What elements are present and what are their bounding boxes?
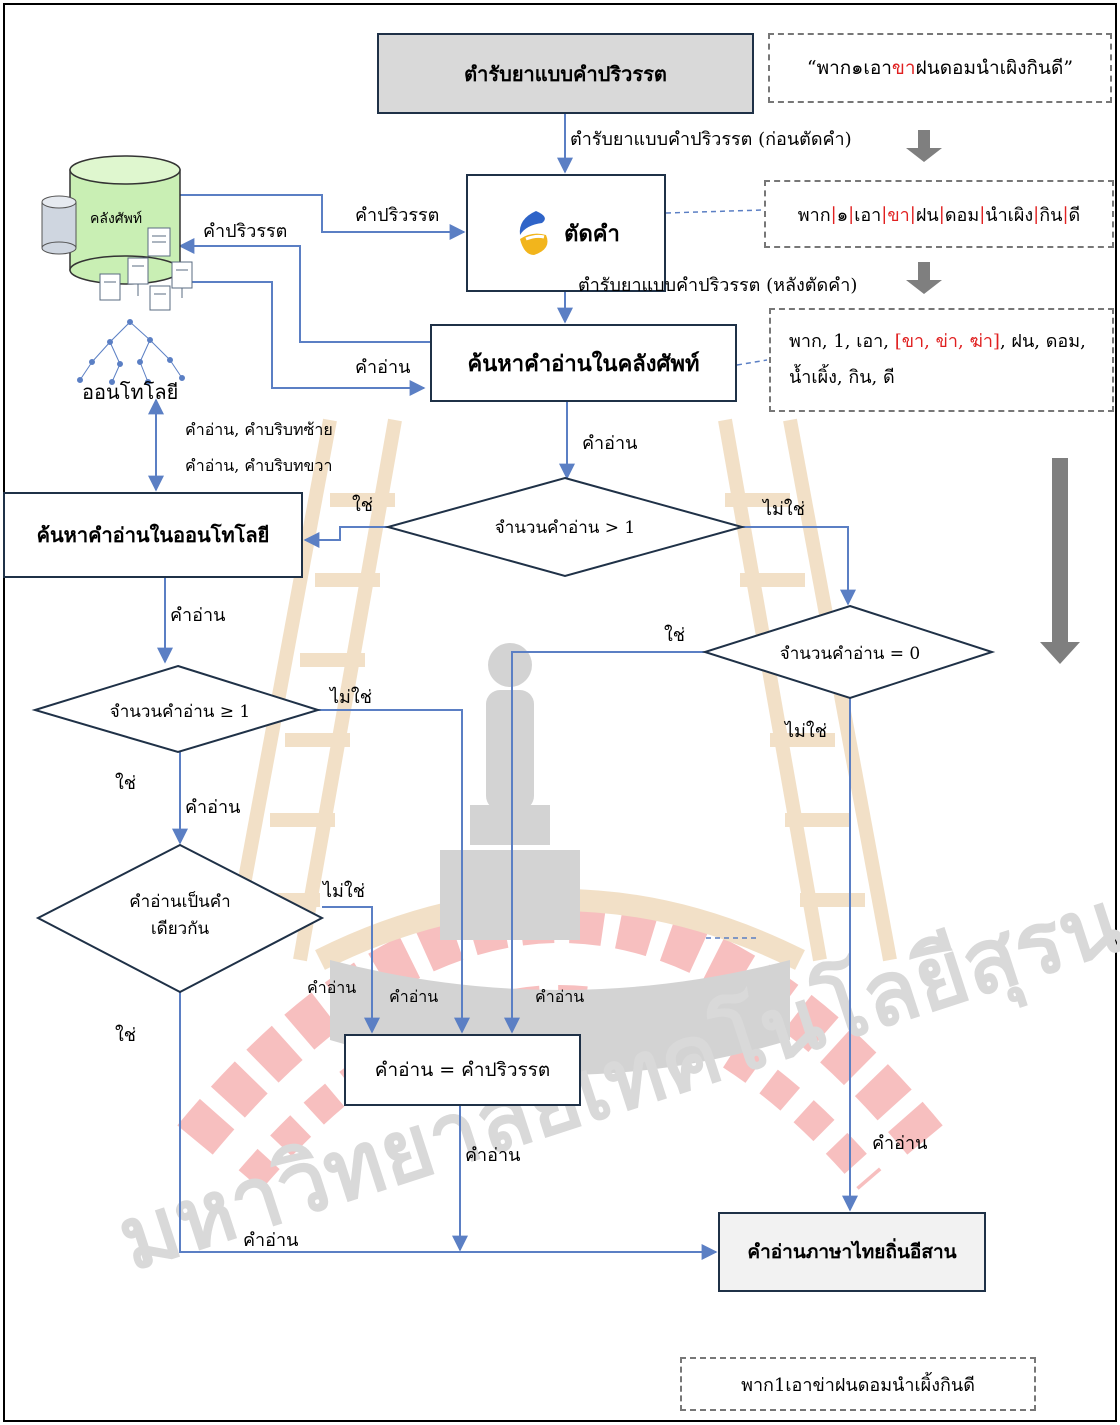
edge-reading-b: คำอ่าน <box>389 987 439 1006</box>
seg-sep-4: | <box>909 203 916 225</box>
lookup-line1-end: , ฝน, ดอม, <box>999 331 1086 352</box>
input-example-note: “พาก๑เอาขาฝนดอมนำเผิงกินดี” <box>768 33 1112 103</box>
input-example-open: “พาก๑เอา <box>806 57 892 79</box>
edge-yes-gt1: ใช่ <box>352 495 374 516</box>
lookup-line1-highlight: [ขา, ข่า, ฆ่า] <box>894 331 1000 352</box>
input-example-close: ฝนดอมนำเผิงกินดี” <box>915 57 1074 79</box>
seg-token-9: ดี <box>1068 204 1081 226</box>
seg-token-3: เอา <box>854 204 882 226</box>
search-corpus-box: ค้นหาคำอ่านในคลังศัพท์ <box>430 324 737 402</box>
seg-sep-2: | <box>848 203 855 225</box>
output-example-note: พาก1เอาข่าฝนดอมนำเผิ้งกินดี <box>680 1357 1036 1411</box>
segment-box: ตัดคำ <box>466 174 666 292</box>
edge-no-eq0: ไม่ใช่ <box>785 721 827 742</box>
edge-reading-right: คำอ่าน <box>872 1133 928 1154</box>
edge-reading-to-search: คำอ่าน <box>355 357 411 378</box>
decision-eq0-label: จำนวนคำอ่าน = 0 <box>779 644 921 664</box>
lookup-example-line-2: น้ำเผิ้ง, กิน, ดี <box>789 367 895 388</box>
edge-no-same: ไม่ใช่ <box>323 881 365 902</box>
result-box-text: คำอ่านภาษาไทยถิ่นอีสาน <box>747 1241 957 1263</box>
edge-reading-bottom: คำอ่าน <box>243 1230 299 1251</box>
edge-pariwat-to-db: คำปริวรรต <box>203 221 288 242</box>
edge-context-right: คำอ่าน, คำบริบทขวา <box>185 456 333 475</box>
edge-reading-a: คำอ่าน <box>307 978 357 997</box>
assign-box: คำอ่าน = คำปริวรรต <box>344 1034 581 1106</box>
result-box: คำอ่านภาษาไทยถิ่นอีสาน <box>718 1212 986 1292</box>
search-ontology-box: ค้นหาคำอ่านในออนโทโลยี <box>3 492 303 578</box>
decision-same-label-1: คำอ่านเป็นคำ <box>129 892 231 912</box>
seg-token-8: กิน <box>1039 204 1063 226</box>
decision-ge1 <box>31 664 322 754</box>
seg-sep-5: | <box>938 203 945 225</box>
lookup-example-line-1: พาก, 1, เอา, [ขา, ข่า, ฆ่า], ฝน, ดอม, <box>789 324 1086 360</box>
seg-token-1: พาก <box>797 204 831 226</box>
formula-box: ตำรับยาแบบคำปริวรรต <box>377 33 754 114</box>
edge-no-ge1: ไม่ใช่ <box>330 687 372 708</box>
decision-gt1-label: จำนวนคำอ่าน > 1 <box>494 518 636 538</box>
edge-yes-same: ใช่ <box>115 1025 137 1046</box>
edge-formula-after: ตำรับยาแบบคำปริวรรต (หลังตัดคำ) <box>578 275 858 296</box>
seg-sep-3: | <box>881 203 888 225</box>
edge-reading-after-assign: คำอ่าน <box>465 1145 521 1166</box>
decision-gt1 <box>384 476 746 578</box>
edge-yes-eq0: ใช่ <box>664 625 686 646</box>
input-example-highlight: ขา <box>891 57 916 79</box>
corpus-label: คลังศัพท์ <box>90 211 143 227</box>
seg-sep-7: | <box>1033 203 1040 225</box>
edge-yes-ge1: ใช่ <box>115 773 137 794</box>
formula-box-text: ตำรับยาแบบคำปริวรรต <box>464 61 667 86</box>
edge-formula-before: ตำรับยาแบบคำปริวรรต (ก่อนตัดคำ) <box>570 129 852 150</box>
seg-sep-8: | <box>1062 203 1069 225</box>
segment-box-text: ตัดคำ <box>564 220 620 247</box>
edge-pariwat-to-segment: คำปริวรรต <box>355 205 440 226</box>
edge-no-gt1: ไม่ใช่ <box>763 499 805 520</box>
edge-reading-after-ontology: คำอ่าน <box>170 605 226 626</box>
output-example-text: พาก1เอาข่าฝนดอมนำเผิ้งกินดี <box>741 1374 975 1396</box>
edge-reading-after-ge1: คำอ่าน <box>185 797 241 818</box>
assign-box-text: คำอ่าน = คำปริวรรต <box>374 1059 551 1081</box>
edge-context-left: คำอ่าน, คำบริบทซ้าย <box>185 420 333 439</box>
lookup-example-note: พาก, 1, เอา, [ขา, ข่า, ฆ่า], ฝน, ดอม, น้… <box>769 308 1114 412</box>
seg-token-2: ๑ <box>836 204 849 226</box>
outer-frame <box>3 3 1117 1422</box>
decision-eq0 <box>701 604 996 700</box>
seg-sep-6: | <box>979 203 986 225</box>
seg-sep-1: | <box>830 203 837 225</box>
segment-example-note: พาก|๑|เอา|ขา|ฝน|ดอม|นำเผิง|กิน|ดี <box>764 180 1114 248</box>
seg-token-6: ดอม <box>944 204 980 226</box>
edge-reading-after-search: คำอ่าน <box>582 433 638 454</box>
decision-same <box>35 843 325 994</box>
search-ontology-text: ค้นหาคำอ่านในออนโทโลยี <box>36 523 270 547</box>
ontology-label: ออนโทโลยี <box>82 380 179 404</box>
edge-reading-c: คำอ่าน <box>535 987 585 1006</box>
seg-token-5: ฝน <box>915 204 939 226</box>
lookup-line1-start: พาก, 1, เอา, <box>789 331 895 352</box>
seg-token-4: ขา <box>887 204 910 226</box>
decision-same-label-2: เดียวกัน <box>150 919 210 939</box>
seg-token-7: นำเผิง <box>985 204 1034 226</box>
segmenter-logo-icon <box>519 211 548 255</box>
search-corpus-text: ค้นหาคำอ่านในคลังศัพท์ <box>467 350 700 377</box>
decision-ge1-label: จำนวนคำอ่าน ≥ 1 <box>109 702 251 722</box>
